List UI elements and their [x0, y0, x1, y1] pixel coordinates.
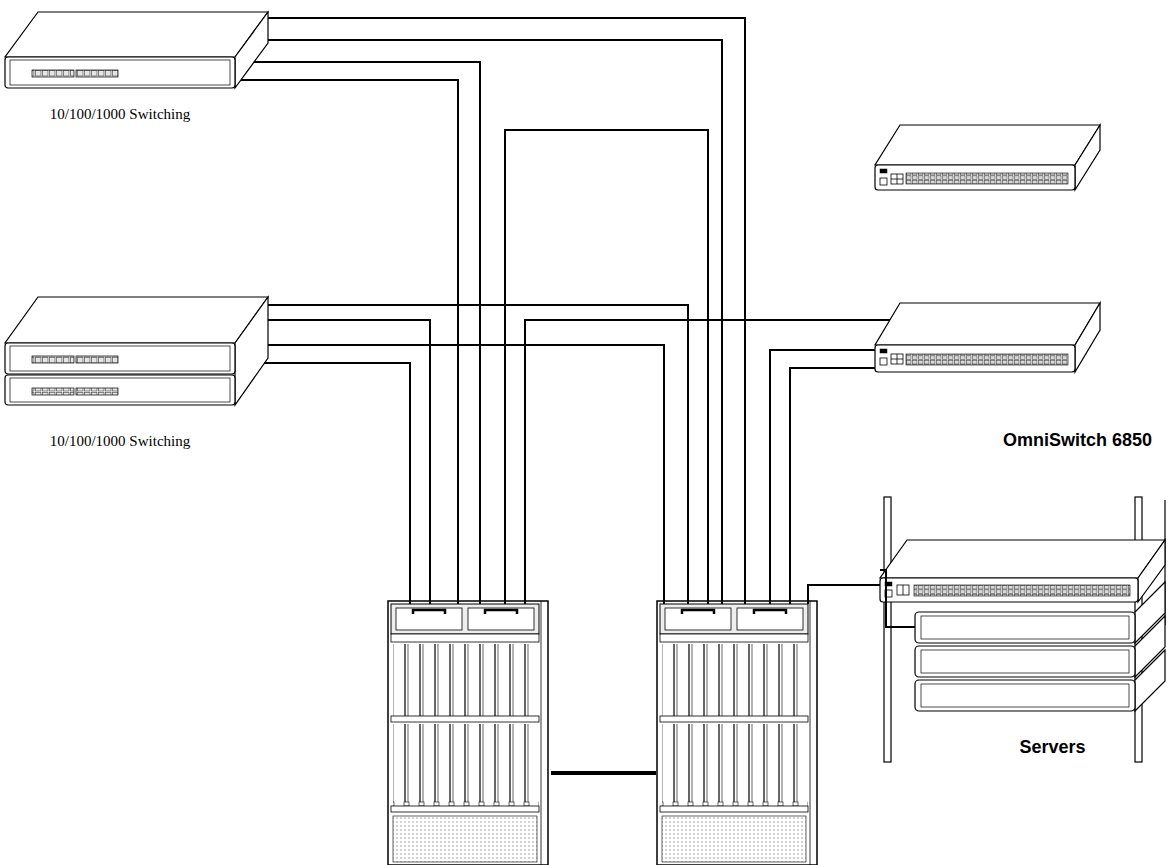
chassis-link	[551, 771, 656, 775]
device-label: 10/100/1000 Switching	[50, 105, 190, 123]
uplink-cables	[241, 18, 890, 604]
device-label: Servers	[1019, 737, 1085, 759]
omniswitch-unit	[875, 303, 1100, 372]
device-node: Servers	[880, 495, 1145, 759]
core-chassis	[657, 601, 817, 865]
device-label: 10/100/1000 Switching	[50, 432, 190, 450]
server-cable	[880, 570, 915, 627]
gigabit-switch	[5, 12, 268, 88]
core-chassis	[388, 601, 548, 865]
device-node: OmniSwitch 6850	[870, 295, 1162, 452]
device-node: 10/100/1000 Switching	[0, 290, 240, 450]
omniswitch-unit	[875, 125, 1100, 190]
server-rack	[880, 497, 1165, 762]
device-node: 10/100/1000 Switching	[0, 5, 240, 123]
stacked-switch	[5, 297, 268, 405]
device-label: OmniSwitch 6850	[1003, 430, 1152, 452]
